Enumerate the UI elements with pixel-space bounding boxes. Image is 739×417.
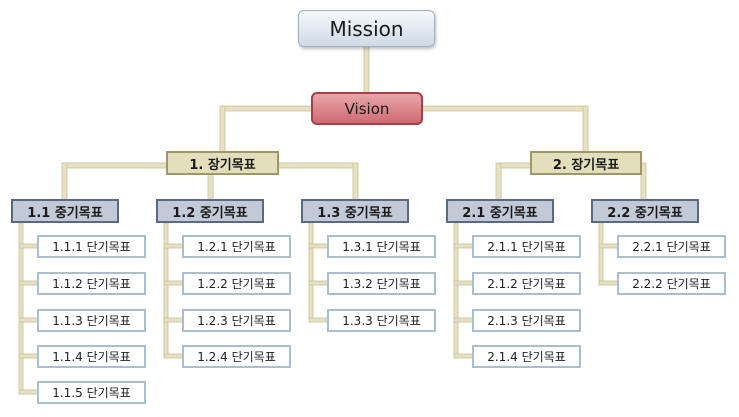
connector-branch-1-2-1 xyxy=(163,243,184,249)
connector-branch-1-3-2 xyxy=(308,280,329,286)
shortterm-goal-2-1-2: 2.1.2 단기목표 xyxy=(472,272,581,295)
shortterm-goal-1-1-4: 1.1.4 단기목표 xyxy=(37,345,146,368)
connector-branch-1-1-5 xyxy=(18,389,39,395)
connector-branch-1-1-1 xyxy=(18,243,39,249)
connector-branch-2-2-2 xyxy=(598,280,619,286)
midterm-goal-1-3: 1.3 중기목표 xyxy=(301,199,409,223)
vision-node: Vision xyxy=(311,92,423,125)
shortterm-goal-2-1-1: 2.1.1 단기목표 xyxy=(472,235,581,258)
connector-branch-2-1-2 xyxy=(453,280,474,286)
connector-lt2-left xyxy=(497,162,532,169)
shortterm-goal-2-1-4: 2.1.4 단기목표 xyxy=(472,345,581,368)
shortterm-goal-1-3-2: 1.3.2 단기목표 xyxy=(327,272,436,295)
connector-to-longterm-2 xyxy=(582,105,589,153)
connector-branch-2-1-3 xyxy=(453,317,474,323)
shortterm-goal-1-2-1: 1.2.1 단기목표 xyxy=(182,235,291,258)
connector-branch-2-1-4 xyxy=(453,353,474,359)
midterm-goal-2-1: 2.1 중기목표 xyxy=(446,199,554,223)
connector-to-mid-2-1 xyxy=(495,162,502,201)
connector-mission-vision xyxy=(363,45,370,94)
connector-branch-1-2-3 xyxy=(163,317,184,323)
connector-lt1-right xyxy=(277,162,357,169)
connector-to-longterm-1 xyxy=(219,105,226,153)
longterm-goal-1: 1. 장기목표 xyxy=(166,151,279,175)
connector-branch-1-3-1 xyxy=(308,243,329,249)
shortterm-goal-1-1-5: 1.1.5 단기목표 xyxy=(37,381,146,404)
midterm-goal-2-2: 2.2 중기목표 xyxy=(591,199,699,223)
connector-trunk-1-2 xyxy=(163,222,169,359)
connector-branch-1-1-4 xyxy=(18,353,39,359)
connector-branch-1-2-4 xyxy=(163,353,184,359)
connector-branch-2-2-1 xyxy=(598,243,619,249)
connector-branch-2-1-1 xyxy=(453,243,474,249)
connector-to-mid-1-2 xyxy=(207,173,214,201)
shortterm-goal-1-2-2: 1.2.2 단기목표 xyxy=(182,272,291,295)
connector-vision-right xyxy=(421,105,587,112)
connector-branch-1-1-3 xyxy=(18,317,39,323)
connector-lt1-left xyxy=(63,162,168,169)
connector-trunk-2-2 xyxy=(598,222,604,286)
mission-node: Mission xyxy=(298,10,435,47)
shortterm-goal-1-2-3: 1.2.3 단기목표 xyxy=(182,309,291,332)
shortterm-goal-2-2-1: 2.2.1 단기목표 xyxy=(617,235,726,258)
shortterm-goal-1-1-1: 1.1.1 단기목표 xyxy=(37,235,146,258)
connector-vision-left xyxy=(221,105,313,112)
shortterm-goal-1-3-3: 1.3.3 단기목표 xyxy=(327,309,436,332)
connector-trunk-1-1 xyxy=(18,222,24,395)
shortterm-goal-1-2-4: 1.2.4 단기목표 xyxy=(182,345,291,368)
shortterm-goal-2-2-2: 2.2.2 단기목표 xyxy=(617,272,726,295)
longterm-goal-2: 2. 장기목표 xyxy=(530,151,642,175)
connector-to-mid-1-1 xyxy=(61,162,68,201)
shortterm-goal-1-1-2: 1.1.2 단기목표 xyxy=(37,272,146,295)
connector-trunk-1-3 xyxy=(308,222,314,323)
shortterm-goal-2-1-3: 2.1.3 단기목표 xyxy=(472,309,581,332)
connector-trunk-2-1 xyxy=(453,222,459,359)
midterm-goal-1-1: 1.1 중기목표 xyxy=(11,199,119,223)
connector-branch-1-2-2 xyxy=(163,280,184,286)
midterm-goal-1-2: 1.2 중기목표 xyxy=(156,199,264,223)
shortterm-goal-1-1-3: 1.1.3 단기목표 xyxy=(37,309,146,332)
connector-branch-1-3-3 xyxy=(308,317,329,323)
connector-to-mid-1-3 xyxy=(352,162,359,201)
connector-branch-1-1-2 xyxy=(18,280,39,286)
shortterm-goal-1-3-1: 1.3.1 단기목표 xyxy=(327,235,436,258)
